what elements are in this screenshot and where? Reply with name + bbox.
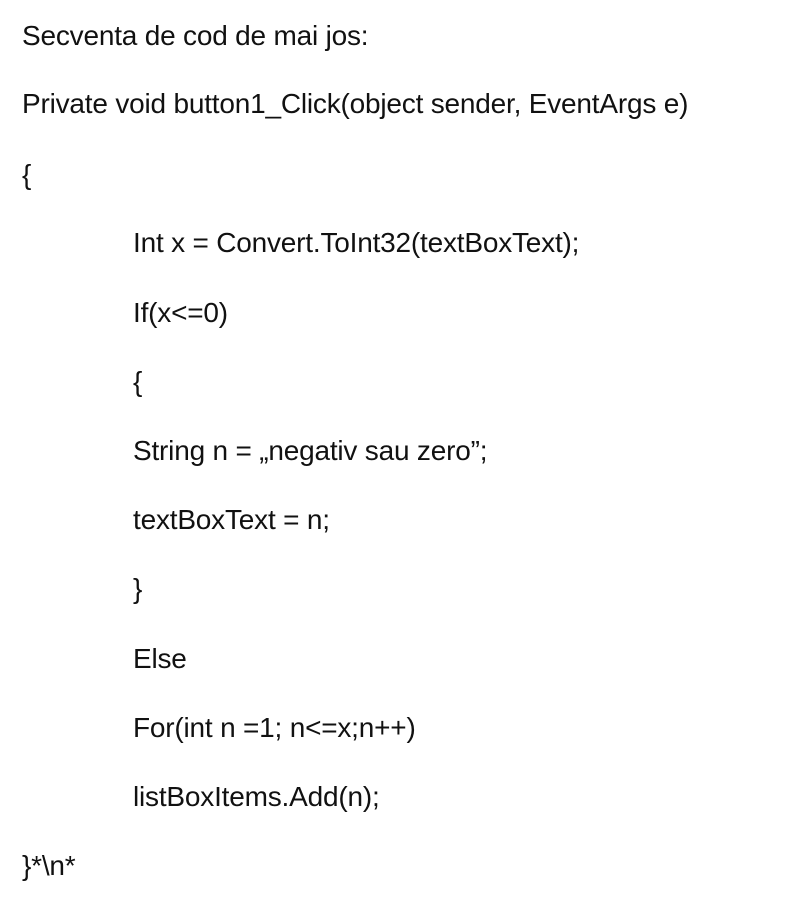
code-line-if-open-brace: {	[133, 366, 143, 397]
code-line-string-declaration: String n = „negativ sau zero”;	[133, 435, 488, 466]
code-line-int-declaration: Int x = Convert.ToInt32(textBoxText);	[133, 227, 580, 258]
code-line-listbox-add: listBoxItems.Add(n);	[133, 781, 380, 812]
document-heading: Secventa de cod de mai jos:	[22, 20, 369, 51]
code-line-for-loop: For(int n =1; n<=x;n++)	[133, 712, 416, 743]
code-line-if-close-brace: }	[133, 573, 143, 604]
code-line-if-condition: If(x<=0)	[133, 297, 228, 328]
code-line-close-brace: }*\n*	[22, 850, 76, 881]
code-line-open-brace: {	[22, 159, 32, 190]
code-line-textbox-assign: textBoxText = n;	[133, 504, 330, 535]
code-line-method-signature: Private void button1_Click(object sender…	[22, 88, 689, 119]
code-line-else: Else	[133, 643, 187, 674]
